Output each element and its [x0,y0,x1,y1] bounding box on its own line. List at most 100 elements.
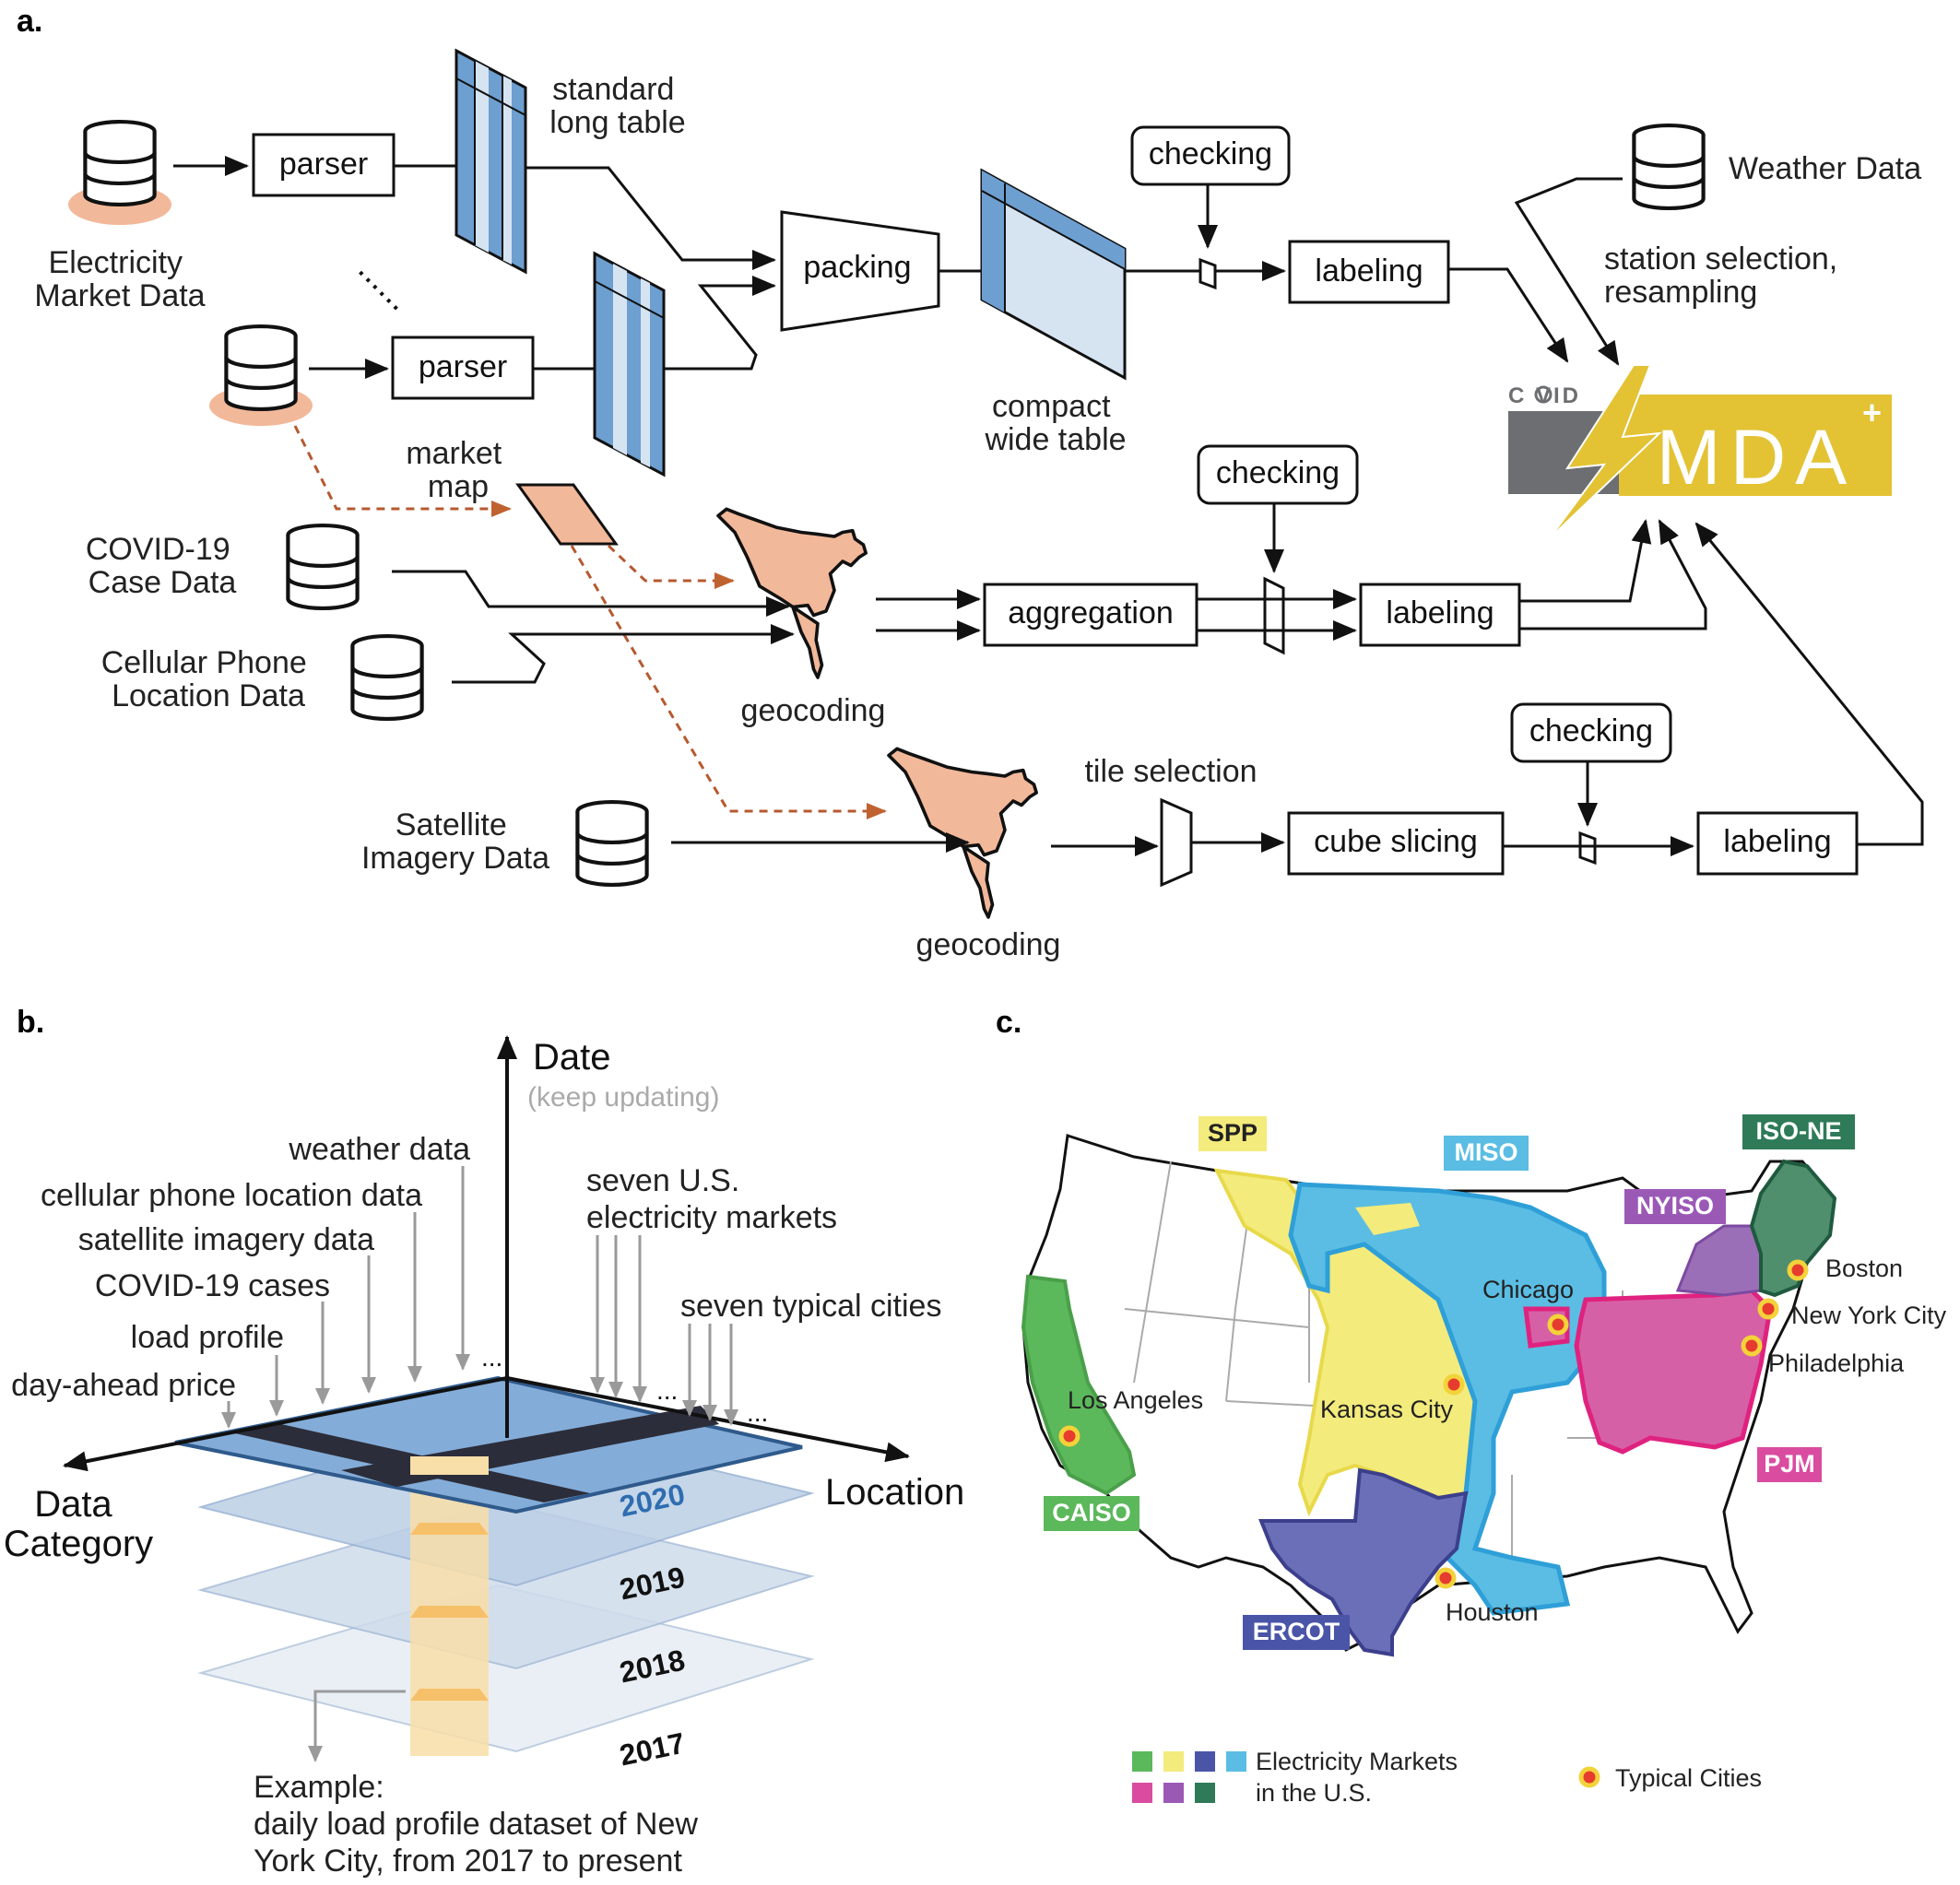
market-label-ercot: ERCOT [1243,1615,1350,1650]
legend-markets-label: Electricity Markets in the U.S. [1256,1748,1465,1807]
keep-updating-label: (keep updating) [527,1082,719,1113]
geocoding-label-1: geocoding [741,693,886,728]
city-marker-los-angeles [1058,1425,1080,1447]
checking-label-1: checking [1149,136,1272,171]
data-category-axis-label: Data Category [4,1484,153,1564]
tile-selection-icon [1160,797,1193,888]
markets-label: seven U.S. electricity markets [586,1163,837,1235]
cellular-database-icon [352,636,421,719]
city-marker-new-york [1757,1298,1779,1320]
parser-label-1: parser [279,147,368,182]
category-weather-data: weather data [288,1132,470,1167]
city-marker-houston [1435,1567,1457,1589]
labeling-box-1 [1288,240,1450,304]
svg-text:MISO: MISO [1454,1138,1517,1166]
legend-city-marker [1578,1766,1600,1788]
location-axis-label: Location [825,1472,964,1513]
city-los-angeles: Los Angeles [1068,1386,1203,1414]
markets-ellipsis: ... [656,1376,678,1405]
city-marker-kansas-city [1443,1373,1465,1396]
compact-wide-table-icon [980,168,1127,381]
legend-market-swatches [1132,1751,1246,1803]
satellite-database-icon [577,802,646,885]
market-map-icon [515,483,619,546]
us-market-map [1021,1134,1837,1657]
ellipsis-dots: ...... [350,250,419,319]
market-label-nyiso: NYISO [1624,1189,1726,1224]
year-2017: 2017 [617,1726,688,1773]
category-load-profile: load profile [131,1320,284,1355]
covid-database-icon [288,525,357,608]
svg-text:ISO-NE: ISO-NE [1755,1117,1841,1145]
city-marker-philadelphia [1741,1335,1763,1357]
svg-text:MDA: MDA [1657,414,1857,501]
parser-label-2: parser [419,349,507,384]
city-philadelphia: Philadelphia [1768,1349,1905,1377]
svg-text:ERCOT: ERCOT [1253,1618,1340,1645]
market-label-pjm: PJM [1757,1447,1822,1482]
cube-slicing-label: cube slicing [1314,824,1478,859]
panel-c-label: c. [996,1005,1021,1040]
standard-long-table-icon-2 [593,251,666,477]
orange-column [410,1456,489,1756]
panel-b-label: b. [17,1005,44,1040]
typical-cities: Boston New York City Philadelphia Chicag… [1058,1255,1947,1626]
checking-label-2: checking [1216,455,1340,490]
category-cellular-phone: cellular phone location data [41,1178,422,1213]
city-new-york: New York City [1791,1302,1947,1329]
svg-text:NYISO: NYISO [1636,1192,1714,1219]
market-label-spp: SPP [1198,1116,1267,1151]
checking-box-2 [1197,444,1359,505]
aggregation-box [983,583,1198,647]
panel-a-label: a. [17,4,42,39]
geocoding-usa-map-1 [716,507,868,679]
city-chicago: Chicago [1482,1276,1574,1303]
category-ellipsis: ... [481,1343,502,1372]
market-label-miso: MISO [1444,1136,1529,1171]
legend-cities-label: Typical Cities [1615,1764,1762,1792]
category-covid: COVID-19 cases [95,1268,330,1303]
standard-long-table-label: standard long table [549,72,685,140]
market-label-iso-ne: ISO-NE [1742,1114,1855,1149]
electricity-market-data-label: Electricity Market Data [34,245,205,313]
station-selection-label: station selection, resampling [1604,242,1847,310]
covid-emda-plus-logo: C VID MDA + [1508,364,1892,540]
cellular-phone-data-label: Cellular Phone Location Data [101,645,315,713]
checking-box-1 [1130,125,1291,186]
city-marker-boston [1787,1259,1809,1281]
checking-box-3 [1510,702,1672,763]
svg-text:+: + [1862,394,1882,431]
category-satellite: satellite imagery data [78,1222,374,1257]
covid-case-data-label: COVID-19 Case Data [86,532,239,600]
electricity-market-database-icon [68,122,171,225]
checking-label-3: checking [1529,713,1653,748]
cities-ellipsis: ... [747,1398,768,1427]
data-category-axis [63,1376,508,1472]
geocoding-label-2: geocoding [916,927,1061,962]
labeling-box-2 [1359,583,1521,647]
compact-wide-table-label: compact wide table [984,389,1126,457]
weather-database-icon [1634,125,1703,208]
aggregation-label: aggregation [1008,595,1174,630]
weather-data-label: Weather Data [1729,151,1921,186]
example-text: Example: daily load profile dataset of N… [254,1770,706,1879]
cube-slicing-box [1287,811,1505,876]
standard-long-table-icon [455,48,527,275]
cities-label: seven typical cities [680,1289,941,1324]
tile-selection-label: tile selection [1084,754,1257,789]
labeling-label-3: labeling [1723,824,1831,859]
market-map-label: market map [406,436,510,504]
category-day-ahead-price: day-ahead price [11,1368,236,1403]
geocoding-usa-map-2 [887,747,1039,919]
labeling-label-2: labeling [1386,595,1494,630]
city-houston: Houston [1446,1598,1539,1626]
electricity-market-database-icon-2 [209,326,313,426]
packing-label: packing [803,250,911,285]
city-boston: Boston [1825,1255,1903,1282]
labeling-label-1: labeling [1315,253,1423,289]
market-label-caiso: CAISO [1044,1496,1139,1531]
svg-text:SPP: SPP [1208,1119,1257,1147]
satellite-data-label: Satellite Imagery Data [361,807,549,876]
city-kansas-city: Kansas City [1320,1396,1454,1423]
